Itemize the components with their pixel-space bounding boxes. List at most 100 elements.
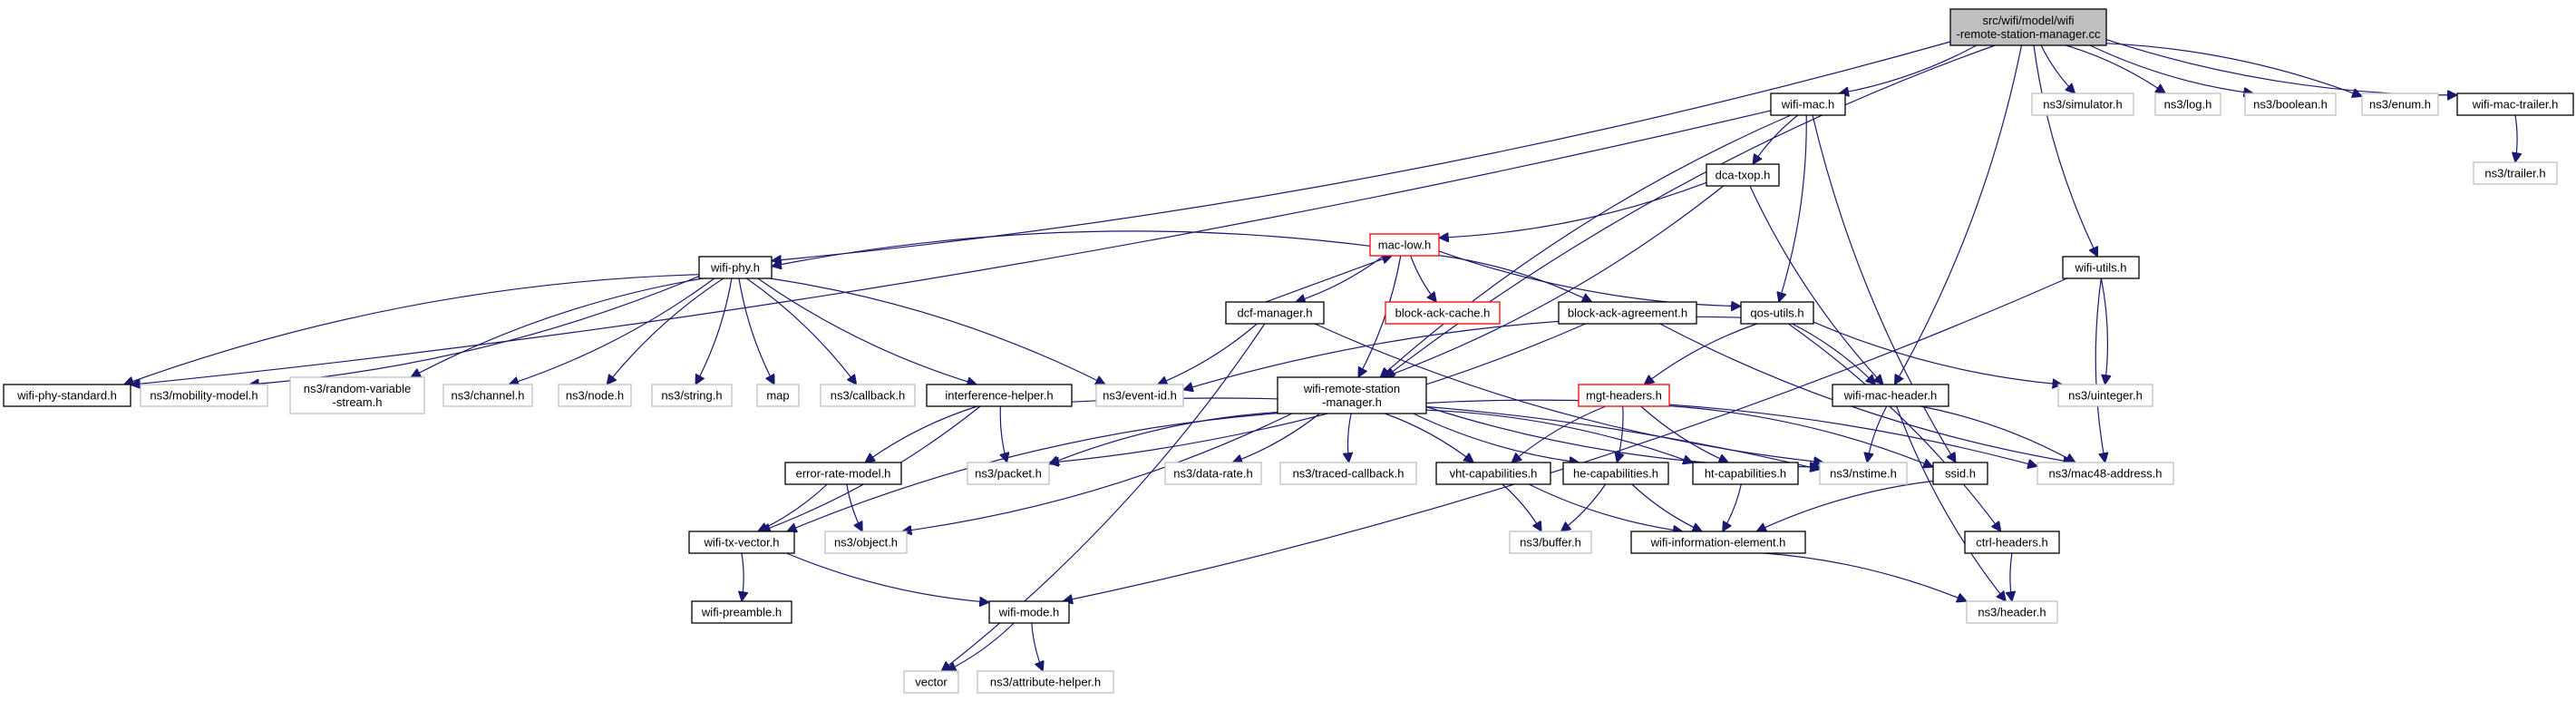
edge-mac-low-to-wifi-remote-station-manager <box>1358 255 1402 377</box>
node-ns3-nstime-label: ns3/nstime.h <box>1830 467 1897 481</box>
node-interference-helper[interactable]: interference-helper.h <box>926 384 1073 407</box>
node-ns3-attribute-helper-box <box>977 670 1114 694</box>
node-ns3-string-box <box>651 384 733 407</box>
node-interference-helper-label: interference-helper.h <box>945 389 1053 403</box>
node-vht-capabilities-box <box>1435 462 1551 485</box>
edge-dcf-manager-to-ns3-event-id <box>1158 323 1258 385</box>
node-block-ack-agreement[interactable]: block-ack-agreement.h <box>1558 301 1697 325</box>
node-wifi-mac-trailer-box <box>2456 92 2574 116</box>
node-wifi-tx-vector[interactable]: wifi-tx-vector.h <box>688 531 795 554</box>
node-wifi-tx-vector-label: wifi-tx-vector.h <box>703 536 779 550</box>
node-block-ack-cache-box <box>1385 301 1501 325</box>
node-wifi-information-element-box <box>1630 531 1806 554</box>
node-ns3-channel: ns3/channel.h <box>442 384 533 407</box>
node-wifi-mode[interactable]: wifi-mode.h <box>988 600 1070 624</box>
edge-wifi-mac-header-to-ns3-nstime <box>1867 405 1888 462</box>
node-wifi-mac-header-box <box>1832 384 1949 407</box>
node-wifi-utils[interactable]: wifi-utils.h <box>2062 256 2140 279</box>
edge-qos-utils-to-wifi-mac-header <box>1792 323 1876 385</box>
node-wifi-preamble[interactable]: wifi-preamble.h <box>691 600 792 624</box>
node-dca-txop-box <box>1706 163 1780 187</box>
edge-vht-capabilities-to-ns3-buffer <box>1502 483 1541 531</box>
node-wifi-information-element[interactable]: wifi-information-element.h <box>1630 531 1806 554</box>
edge-mgt-headers-to-vht-capabilities <box>1512 405 1607 462</box>
node-ctrl-headers[interactable]: ctrl-headers.h <box>1964 531 2060 554</box>
node-ns3-mac48-address: ns3/mac48-address.h <box>2036 462 2174 485</box>
edge-wifi-phy-to-map <box>738 277 774 385</box>
edge-wifi-mac-to-qos-utils <box>1779 114 1807 302</box>
node-error-rate-model-label: error-rate-model.h <box>796 467 891 481</box>
node-ns3-packet-box <box>967 462 1050 485</box>
edge-dca-txop-to-wifi-mac-header <box>1749 185 1883 385</box>
node-block-ack-cache-label: block-ack-cache.h <box>1395 307 1491 320</box>
node-qos-utils[interactable]: qos-utils.h <box>1740 301 1814 325</box>
edge-qos-utils-to-ctrl-headers <box>1787 323 2000 531</box>
edge-wifi-remote-station-manager-to-wifi-tx-vector <box>787 413 1278 531</box>
node-vht-capabilities[interactable]: vht-capabilities.h <box>1435 462 1551 485</box>
node-block-ack-cache[interactable]: block-ack-cache.h <box>1385 301 1501 325</box>
edge-dcf-manager-to-mac-low <box>1265 256 1392 303</box>
node-dca-txop-label: dca-txop.h <box>1716 169 1771 182</box>
edge-wifi-mac-to-wifi-phy-standard <box>131 110 1772 385</box>
edge-dcf-manager-to-ns3-nstime <box>1314 323 1823 462</box>
node-wifi-remote-station-manager-label: wifi-remote-station <box>1303 382 1400 395</box>
edge-wifi-phy-to-ns3-mobility-model <box>249 276 700 385</box>
edge-he-capabilities-to-wifi-information-element <box>1631 483 1702 531</box>
edge-wifi-mac-header-to-ns3-header <box>1896 405 2007 601</box>
edge-qos-utils-to-ns3-uinteger <box>1813 321 2062 385</box>
node-ctrl-headers-box <box>1964 531 2060 554</box>
node-ssid[interactable]: ssid.h <box>1932 462 1988 485</box>
edge-wifi-mac-to-ssid <box>1812 114 1956 462</box>
node-wifi-mac-box <box>1770 92 1846 116</box>
node-error-rate-model-box <box>784 462 902 485</box>
edge-wifi-information-element-to-ns3-header <box>1764 552 1968 601</box>
node-wifi-mac[interactable]: wifi-mac.h <box>1770 92 1846 116</box>
node-root[interactable]: src/wifi/model/wifi-remote-station-manag… <box>1949 8 2107 46</box>
node-ns3-nstime-box <box>1819 462 1908 485</box>
node-dcf-manager[interactable]: dcf-manager.h <box>1225 301 1325 325</box>
edge-root-to-ns3-boolean <box>2089 44 2253 93</box>
node-dca-txop[interactable]: dca-txop.h <box>1706 163 1780 187</box>
node-ns3-header: ns3/header.h <box>1966 600 2058 624</box>
edge-wifi-mac-to-wifi-remote-station-manager <box>1380 114 1792 377</box>
node-ns3-enum: ns3/enum.h <box>2361 92 2439 116</box>
node-ns3-log-label: ns3/log.h <box>2164 98 2212 112</box>
node-wifi-mac-header[interactable]: wifi-mac-header.h <box>1832 384 1949 407</box>
node-ns3-mac48-address-box <box>2036 462 2174 485</box>
node-ns3-boolean-box <box>2244 92 2337 116</box>
node-wifi-mac-trailer[interactable]: wifi-mac-trailer.h <box>2456 92 2574 116</box>
node-ns3-uinteger-label: ns3/uinteger.h <box>2068 389 2143 403</box>
node-vector: vector <box>903 670 959 694</box>
node-wifi-information-element-label: wifi-information-element.h <box>1650 536 1786 550</box>
edge-wifi-phy-to-ns3-event-id <box>769 277 1105 385</box>
node-layer: src/wifi/model/wifi-remote-station-manag… <box>3 8 2574 694</box>
node-wifi-remote-station-manager[interactable]: wifi-remote-station-manager.h <box>1277 376 1427 414</box>
node-wifi-phy-standard[interactable]: wifi-phy-standard.h <box>3 384 131 407</box>
node-he-capabilities-label: he-capabilities.h <box>1573 467 1658 481</box>
edge-mgt-headers-to-he-capabilities <box>1617 405 1623 462</box>
node-ns3-packet: ns3/packet.h <box>967 462 1050 485</box>
node-wifi-phy[interactable]: wifi-phy.h <box>698 256 773 279</box>
node-he-capabilities[interactable]: he-capabilities.h <box>1562 462 1669 485</box>
node-ns3-mac48-address-label: ns3/mac48-address.h <box>2048 467 2162 481</box>
node-ns3-packet-label: ns3/packet.h <box>975 467 1042 481</box>
edge-wifi-mode-to-vector <box>947 622 1015 671</box>
node-wifi-tx-vector-box <box>688 531 795 554</box>
edge-root-to-ns3-enum <box>2105 43 2362 97</box>
node-error-rate-model[interactable]: error-rate-model.h <box>784 462 902 485</box>
edge-ht-capabilities-to-wifi-information-element <box>1723 483 1742 531</box>
node-dcf-manager-label: dcf-manager.h <box>1237 307 1312 320</box>
node-ht-capabilities[interactable]: ht-capabilities.h <box>1692 462 1799 485</box>
node-mac-low-box <box>1369 233 1440 257</box>
node-wifi-mode-box <box>988 600 1070 624</box>
node-mgt-headers[interactable]: mgt-headers.h <box>1578 384 1670 407</box>
node-mac-low[interactable]: mac-low.h <box>1369 233 1440 257</box>
node-ns3-enum-label: ns3/enum.h <box>2369 98 2431 112</box>
edge-ctrl-headers-to-ns3-header <box>2010 552 2012 601</box>
edge-wifi-remote-station-manager-to-ht-capabilities <box>1425 409 1693 462</box>
edge-wifi-phy-to-wifi-phy-standard <box>124 274 700 385</box>
node-ns3-random-variable-stream: ns3/random-variable-stream.h <box>289 376 425 414</box>
node-ns3-simulator: ns3/simulator.h <box>2031 92 2134 116</box>
node-wifi-preamble-label: wifi-preamble.h <box>701 606 782 619</box>
node-ns3-channel-label: ns3/channel.h <box>452 389 525 403</box>
